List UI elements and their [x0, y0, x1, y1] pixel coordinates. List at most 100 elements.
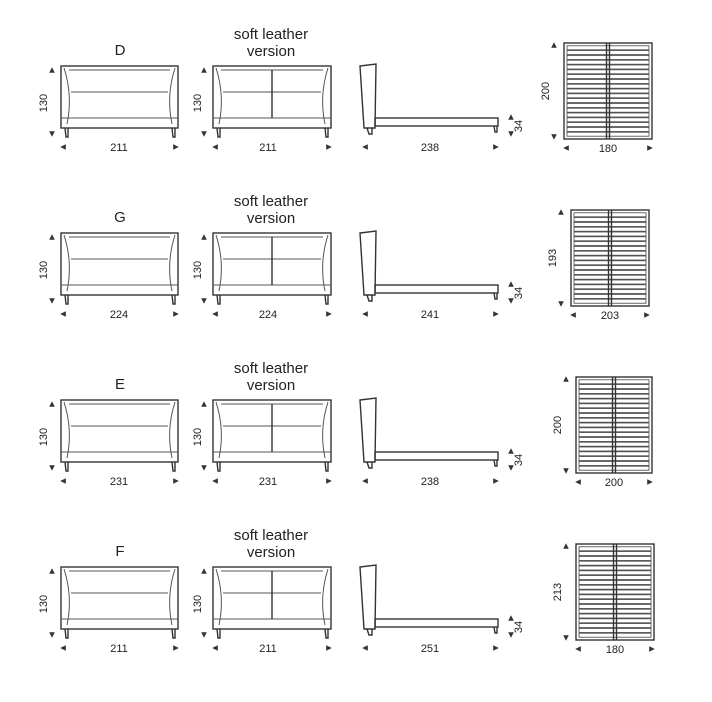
dimension-arrow — [326, 645, 332, 651]
dimension-arrow — [49, 632, 55, 638]
slat — [578, 388, 650, 394]
slat — [578, 604, 652, 609]
dimension-arrow — [212, 144, 218, 150]
slat — [578, 551, 652, 556]
front-view-right-leg — [171, 127, 176, 138]
slat — [573, 250, 647, 256]
length-value: 241 — [421, 309, 439, 321]
dimension-arrow — [647, 479, 653, 485]
slat-base-slat-frame — [563, 42, 653, 140]
dimension-arrow — [326, 311, 332, 317]
slat — [573, 236, 647, 242]
soft-front-view-right-leg — [324, 628, 329, 639]
dimension-arrow — [570, 312, 576, 318]
dimension-arrow — [493, 478, 499, 484]
slat-length-value: 193 — [547, 249, 559, 267]
slat — [578, 398, 650, 404]
dimension-arrow — [173, 645, 179, 651]
slat — [566, 79, 650, 84]
side-view-side-back-leg — [366, 127, 373, 135]
side-view-side-frame — [374, 451, 499, 461]
soft-front-view-headboard — [212, 65, 332, 129]
soft-front-view-right-wing — [322, 234, 329, 292]
soft-front-view-right-wing — [322, 401, 329, 459]
slat — [566, 131, 650, 137]
slat — [578, 580, 652, 585]
slat — [573, 279, 647, 285]
dimension-arrow — [212, 645, 218, 651]
soft-front-view-left-leg — [216, 127, 221, 138]
slat — [578, 570, 652, 576]
model-letter: D — [115, 42, 126, 59]
dimension-arrow — [551, 134, 557, 140]
soft-front-view-left-wing — [215, 67, 222, 125]
dimension-arrow — [60, 311, 66, 317]
side-view-side-front-leg — [493, 292, 498, 300]
bed-width-value: 211 — [110, 643, 128, 655]
slat-base-slat-frame — [575, 376, 653, 474]
bed-width-value: 211 — [110, 142, 128, 154]
dimension-arrow — [201, 234, 207, 240]
slat — [578, 446, 650, 452]
slat — [573, 255, 647, 261]
soft-front-view-left-wing — [215, 234, 222, 292]
dimension-arrow — [362, 144, 368, 150]
slat — [578, 599, 652, 604]
slat — [573, 293, 647, 299]
model-letter: G — [114, 209, 126, 226]
side-view-side-frame — [374, 618, 499, 628]
slat — [578, 417, 650, 423]
soft-front-view-headboard — [212, 566, 332, 630]
slat — [578, 441, 650, 447]
front-view-left-leg — [64, 628, 69, 639]
soft-width-value: 224 — [259, 309, 277, 321]
slat — [566, 117, 650, 123]
dimension-arrow — [647, 145, 653, 151]
slat — [566, 88, 650, 94]
dimension-arrow — [649, 646, 655, 652]
slat — [578, 632, 652, 638]
slat — [566, 122, 650, 127]
dimension-arrow — [173, 311, 179, 317]
slat — [573, 260, 647, 266]
dimension-arrow — [493, 311, 499, 317]
soft-front-view-left-leg — [216, 461, 221, 472]
slat — [566, 103, 650, 108]
dimension-arrow — [508, 448, 514, 454]
dimension-arrow — [326, 478, 332, 484]
slat — [578, 594, 652, 600]
slat — [578, 613, 652, 619]
height-value: 130 — [38, 595, 50, 613]
dimension-arrow — [575, 479, 581, 485]
dimension-arrow — [49, 234, 55, 240]
slat — [566, 107, 650, 113]
slat-length-value: 213 — [552, 583, 564, 601]
slat-width-value: 180 — [599, 143, 617, 155]
slat — [573, 226, 647, 232]
slat — [578, 618, 652, 624]
side-view-side-frame — [374, 117, 499, 127]
front-view-right-wing — [169, 401, 176, 459]
dimension-arrow — [558, 301, 564, 307]
slat — [578, 403, 650, 409]
dimension-arrow — [201, 298, 207, 304]
front-view-left-leg — [64, 294, 69, 305]
dimension-arrow — [201, 568, 207, 574]
front-view-headboard — [60, 232, 179, 296]
leg-height-value: 34 — [513, 454, 525, 466]
dimension-arrow — [493, 645, 499, 651]
soft-front-view-right-wing — [322, 568, 329, 626]
slat — [573, 269, 647, 275]
front-view-left-wing — [63, 401, 70, 459]
dimension-arrow — [49, 568, 55, 574]
front-view-left-wing — [63, 67, 70, 125]
dimension-arrow — [49, 298, 55, 304]
soft-leather-label: soft leather — [234, 193, 308, 210]
leg-height-value: 34 — [513, 287, 525, 299]
dimension-arrow — [551, 42, 557, 48]
bed-width-value: 224 — [110, 309, 128, 321]
front-view-right-leg — [171, 628, 176, 639]
dimension-arrow — [60, 645, 66, 651]
